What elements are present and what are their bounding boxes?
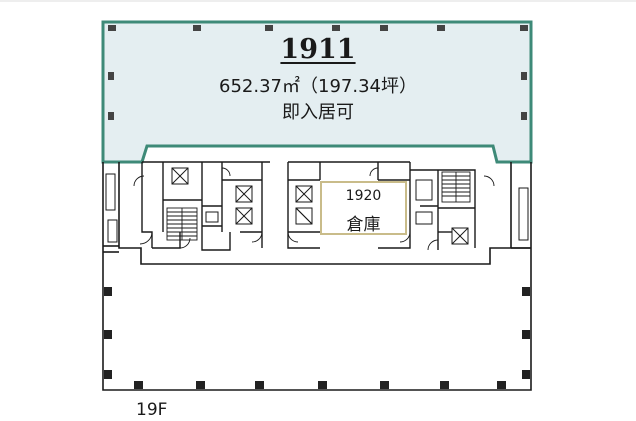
unit-1911-area[interactable]	[101, 20, 533, 164]
storage-label: 倉庫	[346, 215, 381, 235]
unit-area: 652.37㎡（197.34坪）	[219, 76, 417, 97]
top-columns	[108, 25, 528, 120]
lower-columns	[104, 287, 530, 389]
storage-room-1920[interactable]	[320, 181, 407, 235]
elevator-icon	[171, 167, 469, 245]
stairs-icon	[166, 171, 471, 241]
unit-status: 即入居可	[282, 102, 354, 123]
storage-number: 1920	[345, 188, 382, 204]
door-swings	[133, 167, 495, 251]
side-windows	[105, 173, 529, 243]
building-core	[141, 161, 476, 251]
unit-number: 1911	[280, 34, 356, 65]
floor-label: 19F	[136, 400, 168, 420]
lower-office-walls	[102, 162, 532, 391]
